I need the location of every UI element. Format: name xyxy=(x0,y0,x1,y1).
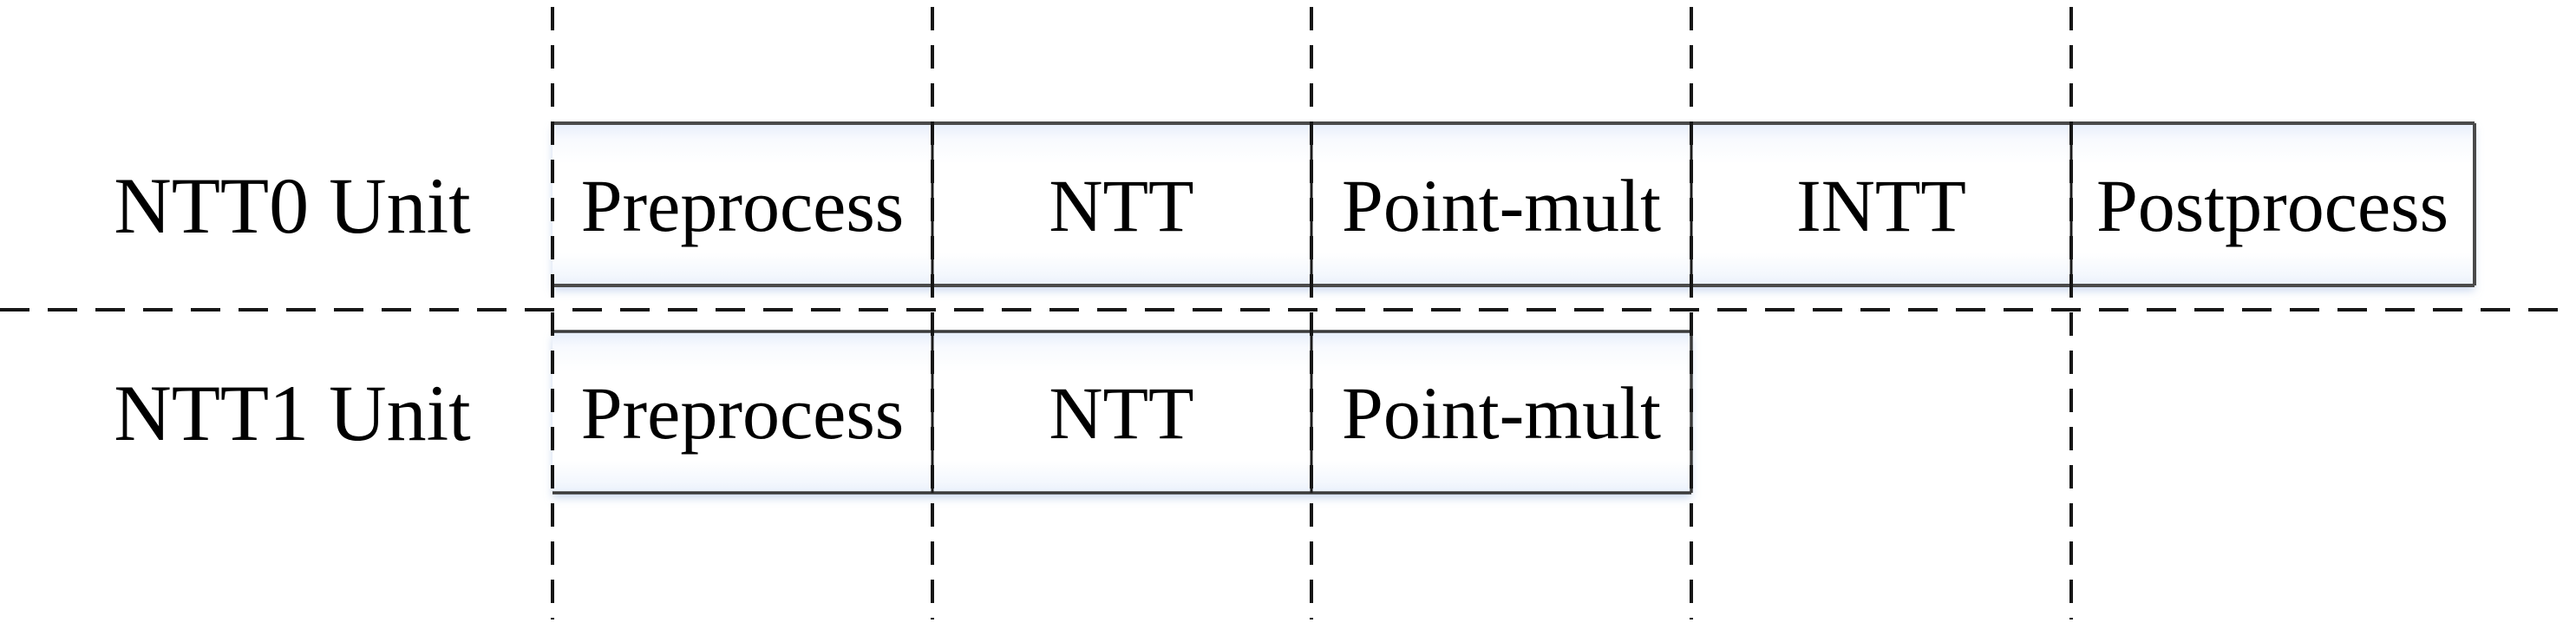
stage-label-ntt0-intt: INTT xyxy=(1796,164,1966,247)
unit-label-ntt0: NTT0 Unit xyxy=(114,161,471,250)
stage-label-ntt1-pointmult: Point-mult xyxy=(1342,371,1661,455)
unit-label-ntt1: NTT1 Unit xyxy=(114,369,471,457)
ntt1-pipeline-box xyxy=(552,331,1691,493)
ntt0-box-border xyxy=(552,121,2476,287)
stage-label-ntt0-postprocess: Postprocess xyxy=(2096,164,2449,247)
stage-label-ntt0-ntt: NTT xyxy=(1049,164,1193,247)
stage-label-ntt0-preprocess: Preprocess xyxy=(581,164,905,247)
ntt0-pipeline-box xyxy=(552,123,2475,285)
stage-label-ntt0-pointmult: Point-mult xyxy=(1342,164,1661,247)
stage-label-ntt1-ntt: NTT xyxy=(1049,371,1193,455)
stage-label-ntt1-preprocess: Preprocess xyxy=(581,371,905,455)
